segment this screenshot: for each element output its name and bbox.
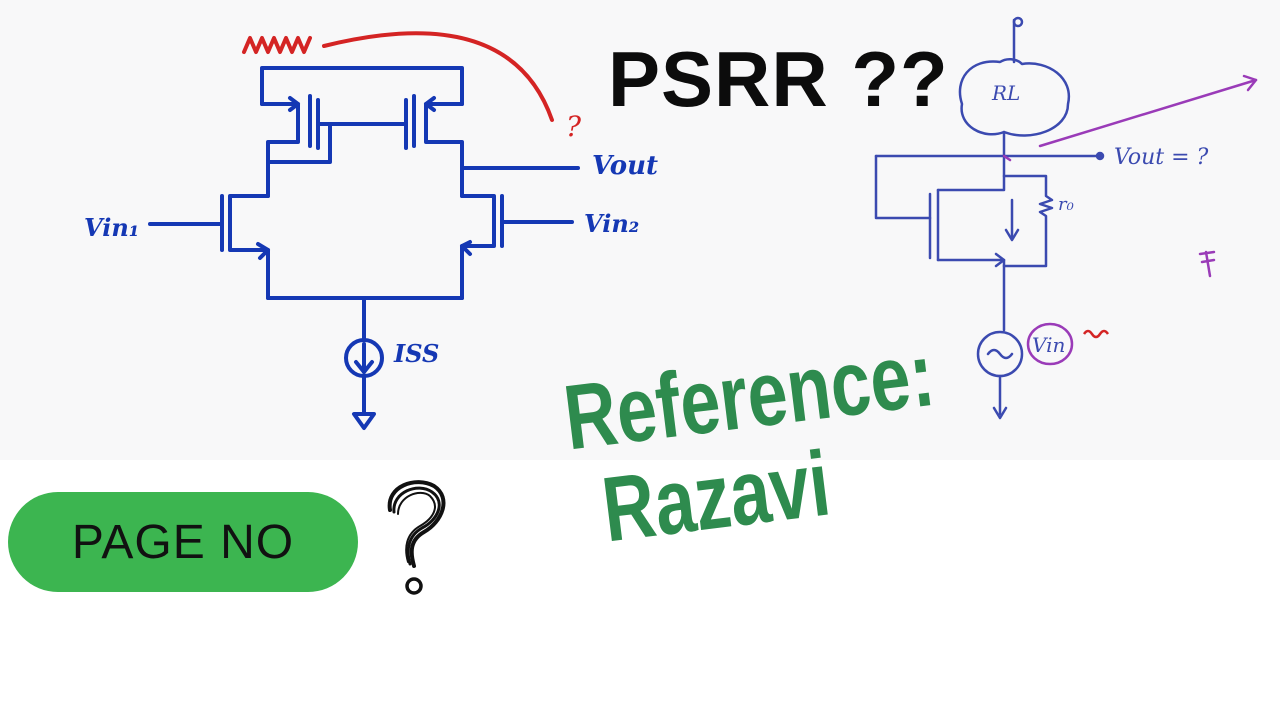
title-psrr: PSRR ?? bbox=[608, 35, 949, 123]
whiteboard-sheet bbox=[0, 0, 1280, 460]
vout-question-label: Vout = ? bbox=[1114, 145, 1209, 170]
vdd-rail bbox=[260, 66, 464, 106]
page-no-label: PAGE NO bbox=[71, 515, 295, 569]
diode-connection bbox=[266, 122, 332, 164]
current-arrow-head bbox=[1004, 228, 1020, 242]
vin-circle bbox=[1026, 322, 1074, 366]
vin-source-sine bbox=[986, 348, 1014, 360]
ro-label: r₀ bbox=[1058, 194, 1074, 215]
gate-tie bbox=[874, 154, 932, 220]
source-arrow bbox=[994, 252, 1006, 268]
question-label: ? bbox=[566, 110, 582, 143]
vout-label: Vout bbox=[592, 151, 658, 181]
reference-note: Reference: Razavi bbox=[520, 323, 940, 566]
ground-arrow bbox=[352, 412, 376, 430]
vout-tick bbox=[1002, 154, 1012, 162]
nmos-left-channel bbox=[228, 194, 270, 300]
question-mark-icon bbox=[387, 480, 446, 595]
rl-load bbox=[958, 58, 1071, 137]
rl-label: RL bbox=[991, 81, 1020, 105]
noise-arc bbox=[322, 31, 554, 122]
input-noise-squiggle bbox=[1082, 329, 1110, 339]
ro-resistor bbox=[1002, 174, 1054, 268]
ground-arrow bbox=[992, 406, 1008, 420]
pmos-right-arrow bbox=[424, 96, 436, 112]
nmos-left-arrow bbox=[256, 242, 270, 260]
supply-noise-squiggle bbox=[242, 36, 312, 54]
drain-connection bbox=[936, 154, 1006, 192]
gain-annotation-line bbox=[1038, 78, 1258, 148]
vin1-label: Vin₁ bbox=[84, 213, 139, 242]
differential-pair-diagram: ? Vout Vin₁ Vin₂ ISS bbox=[84, 31, 658, 430]
pmos-right-channel bbox=[424, 102, 464, 198]
source-connection bbox=[936, 258, 1006, 332]
vin2-label: Vin₂ bbox=[584, 209, 639, 238]
current-source-arrow-head bbox=[354, 360, 374, 374]
page-no-badge: PAGE NO bbox=[8, 492, 358, 592]
iss-label: ISS bbox=[393, 339, 439, 368]
vdd-node bbox=[1012, 16, 1024, 28]
gain-annotation-arrow bbox=[1242, 74, 1258, 92]
vout-node bbox=[1095, 151, 1105, 161]
pmos-left-arrow bbox=[288, 96, 300, 112]
nmos-right-channel bbox=[460, 194, 496, 300]
common-source-diagram: RL Vout = ? r₀ Vin bbox=[874, 16, 1258, 420]
vin-label: Vin bbox=[1032, 333, 1065, 357]
nmos-right-arrow bbox=[460, 240, 472, 256]
equals-scribble bbox=[1198, 250, 1216, 278]
